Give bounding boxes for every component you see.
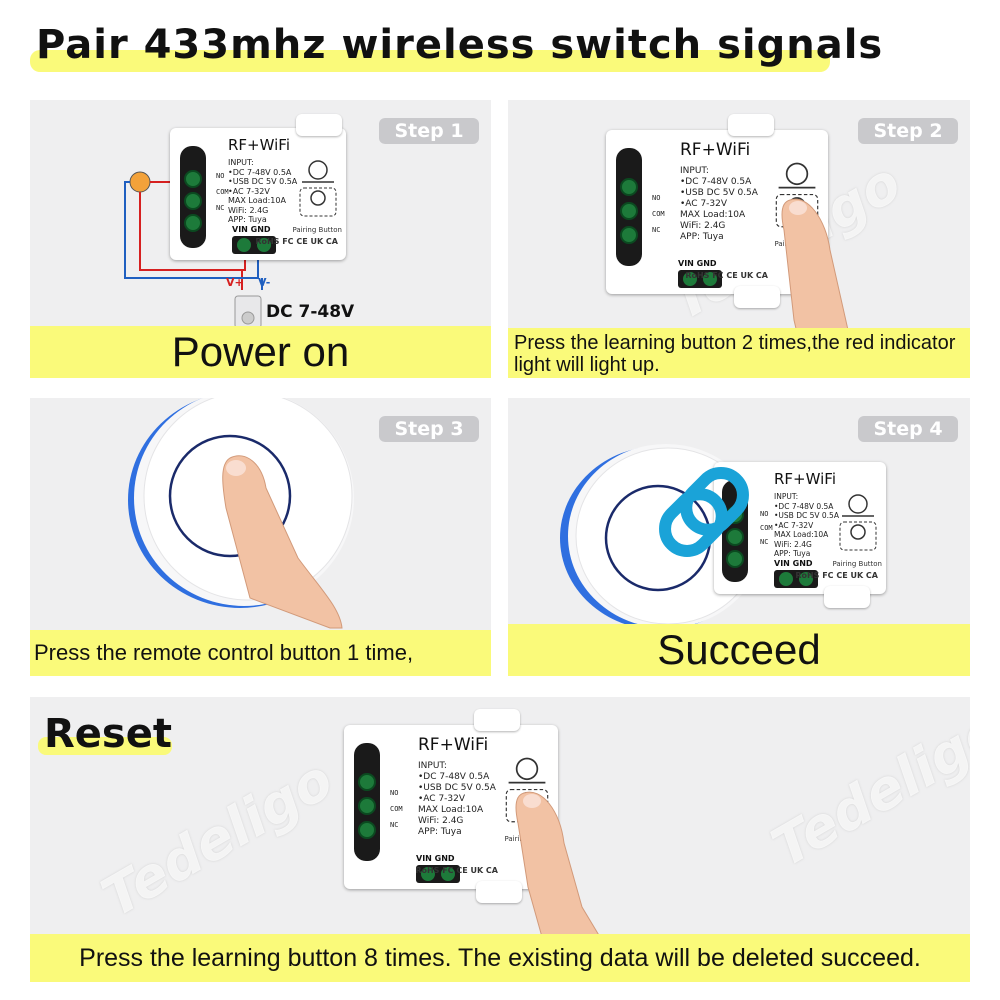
power-terminal-label: VIN GND — [416, 854, 455, 863]
step2-badge: Step 2 — [858, 118, 958, 144]
mount-ear — [474, 709, 520, 731]
device-name: RF+WiFi — [774, 470, 836, 488]
screw-icon — [620, 226, 638, 244]
device-specs: INPUT:•DC 7-48V 0.5A•USB DC 5V 0.5A •AC … — [228, 158, 298, 224]
screw-icon — [358, 821, 376, 839]
screw-icon — [620, 178, 638, 196]
terminal-com-label: COM — [390, 805, 403, 813]
screw-icon — [620, 202, 638, 220]
reset-panel: Reset Tedeligo Tedeligo NO COM NC RF+WiF… — [30, 697, 970, 982]
terminal-block — [180, 146, 206, 248]
relay-module: NO COM NC RF+WiFi INPUT:•DC 7-48V 0.5A•U… — [714, 462, 886, 608]
title-highlight — [30, 50, 830, 72]
certification-marks: RoHS FC CE UK CA — [255, 237, 338, 246]
power-terminal-label: VIN GND — [678, 259, 717, 268]
reset-caption: Press the learning button 8 times. The e… — [30, 934, 970, 982]
screw-icon — [184, 192, 202, 210]
device-name: RF+WiFi — [228, 136, 290, 154]
device-name: RF+WiFi — [418, 735, 489, 755]
screw-icon — [184, 170, 202, 188]
reset-highlight — [38, 737, 172, 755]
step1-panel: Step 1 V+ V- DC 7-48V NO COM NC RF+WiFi … — [30, 100, 491, 378]
power-terminal — [774, 570, 818, 588]
pairing-button-label: Pairing Button — [832, 560, 882, 568]
screw-icon — [726, 528, 744, 546]
terminal-nc-label: NC — [390, 821, 399, 829]
certification-marks: RoHS FC CE UK CA — [795, 571, 878, 580]
screw-icon — [726, 550, 744, 568]
power-terminal — [232, 236, 276, 254]
terminal-block — [616, 148, 642, 266]
mount-ear — [734, 286, 780, 308]
certification-marks: RoHS FC CE UK CA — [415, 866, 498, 875]
pairing-button-icon — [839, 494, 877, 551]
power-terminal-label: VIN GND — [232, 225, 271, 234]
mount-ear — [296, 114, 342, 136]
step4-caption: Succeed — [508, 624, 970, 676]
step2-caption: Press the learning button 2 times,the re… — [508, 328, 970, 378]
mount-ear — [476, 881, 522, 903]
page-title: Pair 433mhz wireless switch signals — [36, 22, 884, 68]
device-specs: INPUT:•DC 7-48V 0.5A•USB DC 5V 0.5A •AC … — [418, 761, 496, 837]
power-terminal-label: VIN GND — [774, 559, 813, 568]
terminal-com-label: COM — [760, 524, 773, 532]
mount-ear — [728, 114, 774, 136]
terminal-no-label: NO — [652, 194, 661, 202]
step3-badge: Step 3 — [379, 416, 479, 442]
pairing-button-icon — [299, 160, 337, 217]
terminal-no-label: NO — [216, 172, 225, 180]
vminus-label: V- — [258, 276, 271, 289]
terminal-block — [722, 480, 748, 582]
step1-caption: Power on — [30, 326, 491, 378]
dc-voltage-label: DC 7-48V — [266, 302, 355, 322]
screw-icon — [358, 797, 376, 815]
finger-icon — [222, 455, 343, 629]
terminal-nc-label: NC — [760, 538, 769, 546]
finger-icon — [515, 791, 601, 938]
certification-marks: RoHS FC CE UK CA — [685, 271, 768, 280]
step1-badge: Step 1 — [379, 118, 479, 144]
step3-caption: Press the remote control button 1 time, … — [30, 630, 491, 676]
terminal-com-label: COM — [216, 188, 229, 196]
screw-icon — [184, 214, 202, 232]
terminal-no-label: NO — [760, 510, 769, 518]
step4-panel: Step 4 NO COM NC RF+WiFi INPUT:•DC 7-48V… — [508, 398, 970, 676]
terminal-nc-label: NC — [652, 226, 661, 234]
terminal-nc-label: NC — [216, 204, 225, 212]
terminal-com-label: COM — [652, 210, 665, 218]
step3-panel: Step 3 Press the remote control button 1… — [30, 398, 491, 676]
power-terminal — [416, 865, 460, 883]
link-icon — [659, 467, 749, 557]
terminal-block — [354, 743, 380, 861]
relay-module: NO COM NC RF+WiFi INPUT:•DC 7-48V 0.5A•U… — [170, 114, 346, 260]
mount-ear — [824, 586, 870, 608]
power-terminal — [678, 270, 722, 288]
terminal-no-label: NO — [390, 789, 399, 797]
step4-badge: Step 4 — [858, 416, 958, 442]
reset-heading: Reset — [44, 711, 172, 757]
vplus-label: V+ — [226, 276, 244, 289]
device-specs: INPUT:•DC 7-48V 0.5A•USB DC 5V 0.5A •AC … — [680, 166, 758, 242]
pairing-button-label: Pairing Button — [292, 226, 342, 234]
device-name: RF+WiFi — [680, 140, 751, 160]
screw-icon — [358, 773, 376, 791]
device-specs: INPUT:•DC 7-48V 0.5A•USB DC 5V 0.5A •AC … — [774, 492, 839, 558]
step2-panel: Step 2 Tedeligo NO COM NC RF+WiFi INPUT:… — [508, 100, 970, 378]
